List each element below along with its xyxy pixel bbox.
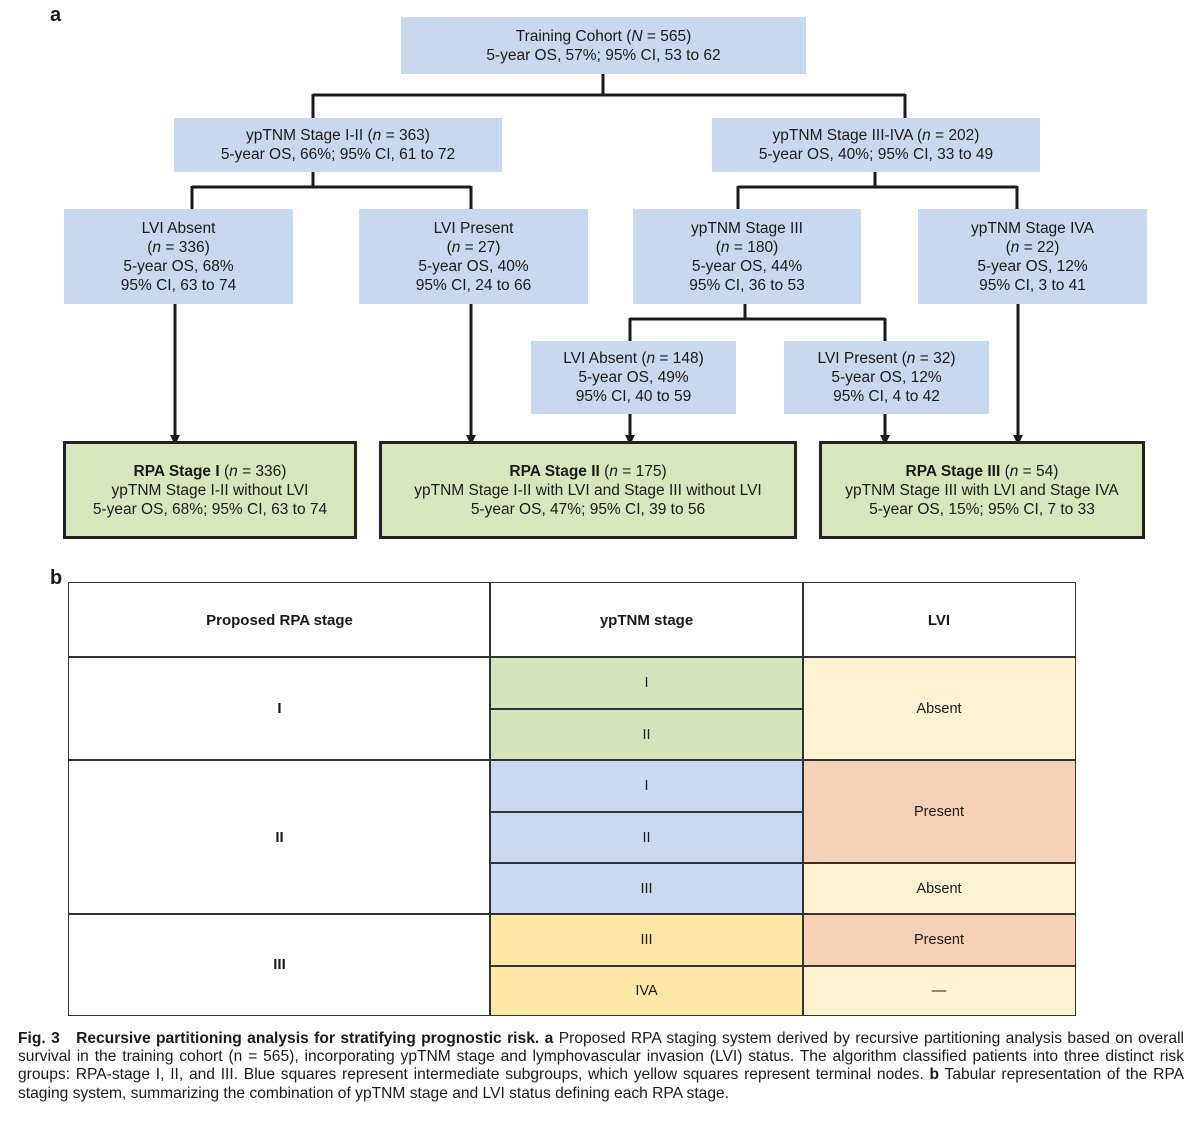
node-rpa-stage-3: RPA Stage III (n = 54) ypTNM Stage III w… [819,441,1145,539]
table-divider [490,811,803,813]
lvi-cell: Present [803,760,1075,863]
node-yptnm-stage-4a: ypTNM Stage IVA (n = 22) 5-year OS, 12% … [918,209,1147,304]
lvi-cell: Absent [803,863,1075,914]
caption-b-label: b [929,1066,940,1084]
panel-label-a: a [50,4,62,26]
panel-label-b: b [50,567,63,589]
node-lvi-absent-stage12: LVI Absent (n = 336) 5-year OS, 68% 95% … [64,209,293,304]
table-divider [489,583,491,1015]
yptnm-stage-cell: III [490,914,803,966]
table-divider [490,708,803,710]
rpa-staging-table: Proposed RPA stage ypTNM stage LVI I II … [68,582,1076,1016]
line-root-split [311,74,907,118]
header-proposed-rpa-stage: Proposed RPA stage [206,611,353,629]
rpa-stage-cell: II [275,828,284,846]
node-yptnm-stage-1-2: ypTNM Stage I-II (n = 363) 5-year OS, 66… [174,118,502,172]
yptnm-stage-cell: III [490,863,803,914]
rpa-stage-cell: III [273,956,286,973]
node-yptnm-stage-3-4a: ypTNM Stage III-IVA (n = 202) 5-year OS,… [712,118,1040,172]
figure-number: Fig. 3 [18,1030,60,1047]
table-divider [802,583,804,1015]
figure-caption: Fig. 3 Recursive partitioning analysis f… [18,1030,1184,1103]
node-yptnm-stage-3: ypTNM Stage III (n = 180) 5-year OS, 44%… [633,209,861,304]
yptnm-stage-cell: I [490,657,803,709]
caption-a-text: Proposed RPA staging system derived by r… [18,1030,1184,1084]
node-rpa-stage-1: RPA Stage I (n = 336) ypTNM Stage I-II w… [63,441,357,539]
caption-b-text: Tabular representation of the RPA stagin… [18,1066,1184,1102]
yptnm-stage-cell: IVA [490,966,803,1015]
node-training-cohort: Training Cohort (N = 565) 5-year OS, 57%… [401,17,806,74]
node-lvi-absent-stage3: LVI Absent (n = 148) 5-year OS, 49% 95% … [531,341,736,414]
table-divider [490,965,1075,967]
table-divider [69,913,1075,915]
table-divider [69,656,1075,658]
node-lvi-present-stage3: LVI Present (n = 32) 5-year OS, 12% 95% … [784,341,989,414]
line-stage3-split [628,304,887,341]
line-stage12-split [190,172,473,209]
figure-title: Recursive partitioning analysis for stra… [76,1030,540,1047]
table-divider [69,759,1075,761]
node-rpa-stage-2: RPA Stage II (n = 175) ypTNM Stage I-II … [379,441,797,539]
lvi-cell: Present [803,914,1075,966]
node-lvi-present-stage12: LVI Present (n = 27) 5-year OS, 40% 95% … [359,209,588,304]
lvi-cell: — [803,966,1075,1015]
table-divider [490,862,1075,864]
header-yptnm-stage: ypTNM stage [599,611,694,629]
lvi-cell: Absent [803,657,1075,760]
rpa-stage-cell: I [277,700,282,717]
connector-lines [170,74,1023,445]
yptnm-stage-cell: II [490,709,803,760]
line-stage34-split [736,172,1019,209]
yptnm-stage-cell: I [490,760,803,812]
caption-a-label: a [544,1030,554,1047]
yptnm-stage-cell: II [490,812,803,863]
header-lvi: LVI [927,611,951,629]
